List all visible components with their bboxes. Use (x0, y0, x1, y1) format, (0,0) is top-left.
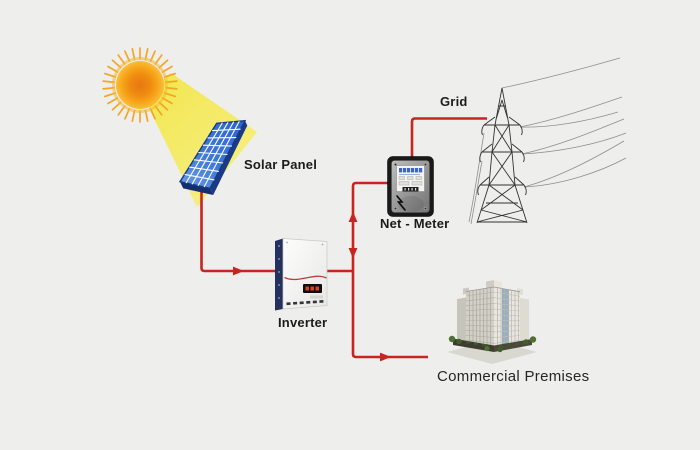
commercial-premises-label: Commercial Premises (437, 368, 590, 385)
electric-meter-icon (387, 156, 434, 217)
grid-label: Grid (440, 94, 468, 109)
line-junction-vertical (351, 181, 428, 359)
line-panel-to-inverter (200, 190, 276, 273)
net-meter-label: Net - Meter (380, 216, 450, 231)
flow-arrows (233, 211, 391, 362)
flow-arrow-down-to-premises (348, 248, 358, 259)
flow-arrow-right-to-premises (380, 352, 391, 362)
solar-panel-label: Solar Panel (244, 157, 318, 172)
flow-arrow-up-to-meter (348, 211, 358, 222)
inverter-icon (275, 238, 328, 311)
transmission-tower-icon (468, 57, 627, 225)
line-meter-to-grid (410, 117, 487, 157)
flow-arrow-right-to-inverter (233, 266, 244, 276)
sun-icon (102, 47, 178, 123)
inverter-label: Inverter (278, 315, 328, 330)
tree-icons (448, 335, 537, 353)
office-building-icon (447, 280, 537, 364)
solar-panel-icon (178, 119, 248, 195)
sun-beam (146, 73, 257, 207)
connection-lines (200, 117, 487, 359)
